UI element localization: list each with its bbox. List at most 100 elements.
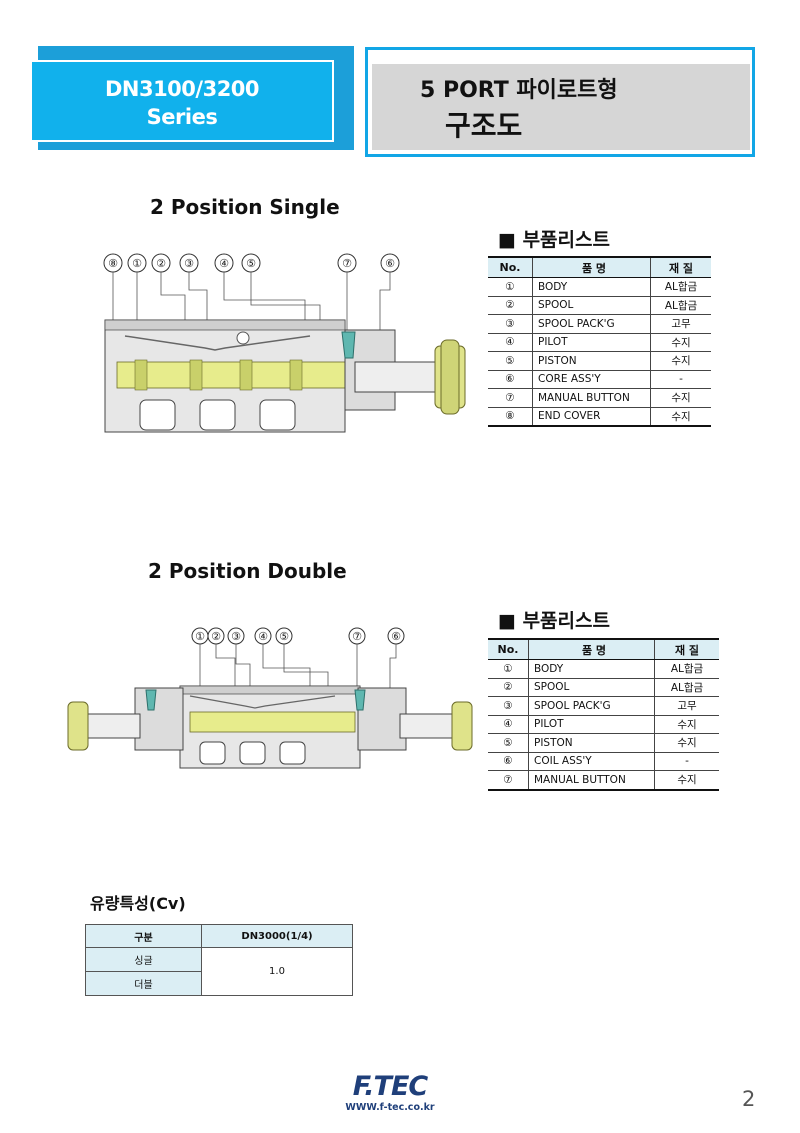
callout-1: ① <box>127 253 147 273</box>
cell-name: SPOOL <box>528 678 655 697</box>
cell-no: ③ <box>488 696 529 716</box>
cell-name: PISTON <box>532 351 651 371</box>
svg-text:④: ④ <box>219 257 229 270</box>
callout-4: ④ <box>214 253 234 273</box>
svg-text:④: ④ <box>258 630 268 643</box>
double-parts-title: ■ 부품리스트 <box>498 610 610 632</box>
callout-3: ③ <box>179 253 199 273</box>
svg-text:⑥: ⑥ <box>385 257 395 270</box>
page-title: 5 PORT 파이로트형 <box>420 78 618 103</box>
cell-name: PILOT <box>528 715 655 734</box>
cell-no: ⑥ <box>488 370 533 389</box>
callout-5: ⑤ <box>275 627 293 645</box>
callout-6: ⑥ <box>380 253 400 273</box>
cell-material: 수지 <box>650 407 711 427</box>
company-logo: F.TEC WWW.f-tec.co.kr <box>338 1071 442 1114</box>
cell-name: SPOOL PACK'G <box>528 696 655 716</box>
svg-text:②: ② <box>211 630 221 643</box>
svg-text:⑤: ⑤ <box>279 630 289 643</box>
cell-no: ⑧ <box>488 407 533 427</box>
cell-material: AL합금 <box>650 277 711 297</box>
single-section-title: 2 Position Single <box>150 195 340 219</box>
cell-no: ⑦ <box>488 770 529 791</box>
column-header-name: 품 명 <box>532 256 651 278</box>
cell-name: PISTON <box>528 733 655 753</box>
callout-2: ② <box>151 253 171 273</box>
cell-no: ⑥ <box>488 752 529 771</box>
title-box-inner <box>372 64 750 150</box>
flow-value: 1.0 <box>201 947 353 996</box>
svg-text:③: ③ <box>231 630 241 643</box>
callout-5: ⑤ <box>241 253 261 273</box>
cell-material: 고무 <box>650 314 711 334</box>
cell-name: MANUAL BUTTON <box>532 388 651 408</box>
svg-text:⑤: ⑤ <box>246 257 256 270</box>
cell-name: BODY <box>528 659 655 679</box>
callout-7: ⑦ <box>337 253 357 273</box>
double-valve-diagram: ① ② ③ ④ ⑤ ⑦ ⑥ <box>67 627 473 769</box>
cell-no: ② <box>488 296 533 315</box>
svg-text:⑦: ⑦ <box>352 630 362 643</box>
page-number: 2 <box>742 1087 756 1111</box>
callout-3: ③ <box>227 627 245 645</box>
cell-name: END COVER <box>532 407 651 427</box>
cell-material: 수지 <box>650 333 711 352</box>
flow-header-category: 구분 <box>85 924 202 948</box>
cell-material: 수지 <box>654 733 719 753</box>
svg-text:⑥: ⑥ <box>391 630 401 643</box>
callout-8: ⑧ <box>103 253 123 273</box>
cell-material: AL합금 <box>654 678 719 697</box>
cell-material: 고무 <box>654 696 719 716</box>
svg-text:⑦: ⑦ <box>342 257 352 270</box>
flow-row-single-label: 싱글 <box>85 947 202 972</box>
series-label: Series <box>146 105 218 129</box>
cell-no: ⑤ <box>488 351 533 371</box>
callout-2: ② <box>207 627 225 645</box>
cell-no: ① <box>488 659 529 679</box>
cell-name: CORE ASS'Y <box>532 370 651 389</box>
cell-no: ② <box>488 678 529 697</box>
double-callouts: ① ② ③ ④ ⑤ ⑦ ⑥ <box>191 627 405 645</box>
callout-1: ① <box>191 627 209 645</box>
column-header-no: No. <box>488 256 533 278</box>
svg-text:③: ③ <box>184 257 194 270</box>
callout-4: ④ <box>254 627 272 645</box>
cell-material: 수지 <box>650 388 711 408</box>
cell-material: 수지 <box>654 715 719 734</box>
cell-no: ③ <box>488 314 533 334</box>
column-header-no: No. <box>488 638 529 660</box>
cell-material: AL합금 <box>650 296 711 315</box>
single-callouts: ⑧ ① ② ③ ④ ⑤ ⑦ ⑥ <box>103 253 400 273</box>
svg-text:①: ① <box>195 630 205 643</box>
cell-material: 수지 <box>654 770 719 791</box>
flow-header-row: 구분 DN3000(1/4) <box>85 924 353 948</box>
website-url: WWW.f-tec.co.kr <box>345 1102 435 1113</box>
callout-7: ⑦ <box>348 627 366 645</box>
cell-no: ① <box>488 277 533 297</box>
logo-text: F.TEC <box>352 1071 428 1102</box>
cell-material: - <box>654 752 719 771</box>
column-header-material: 재 질 <box>654 638 719 660</box>
cell-name: BODY <box>532 277 651 297</box>
column-header-name: 품 명 <box>528 638 655 660</box>
cell-material: 수지 <box>650 351 711 371</box>
table-row: 싱글 1.0 <box>85 947 353 996</box>
series-name: DN3100/3200 <box>104 77 260 101</box>
cell-name: SPOOL PACK'G <box>532 314 651 334</box>
single-valve-diagram: ⑧ ① ② ③ ④ ⑤ ⑦ ⑥ <box>103 253 466 433</box>
